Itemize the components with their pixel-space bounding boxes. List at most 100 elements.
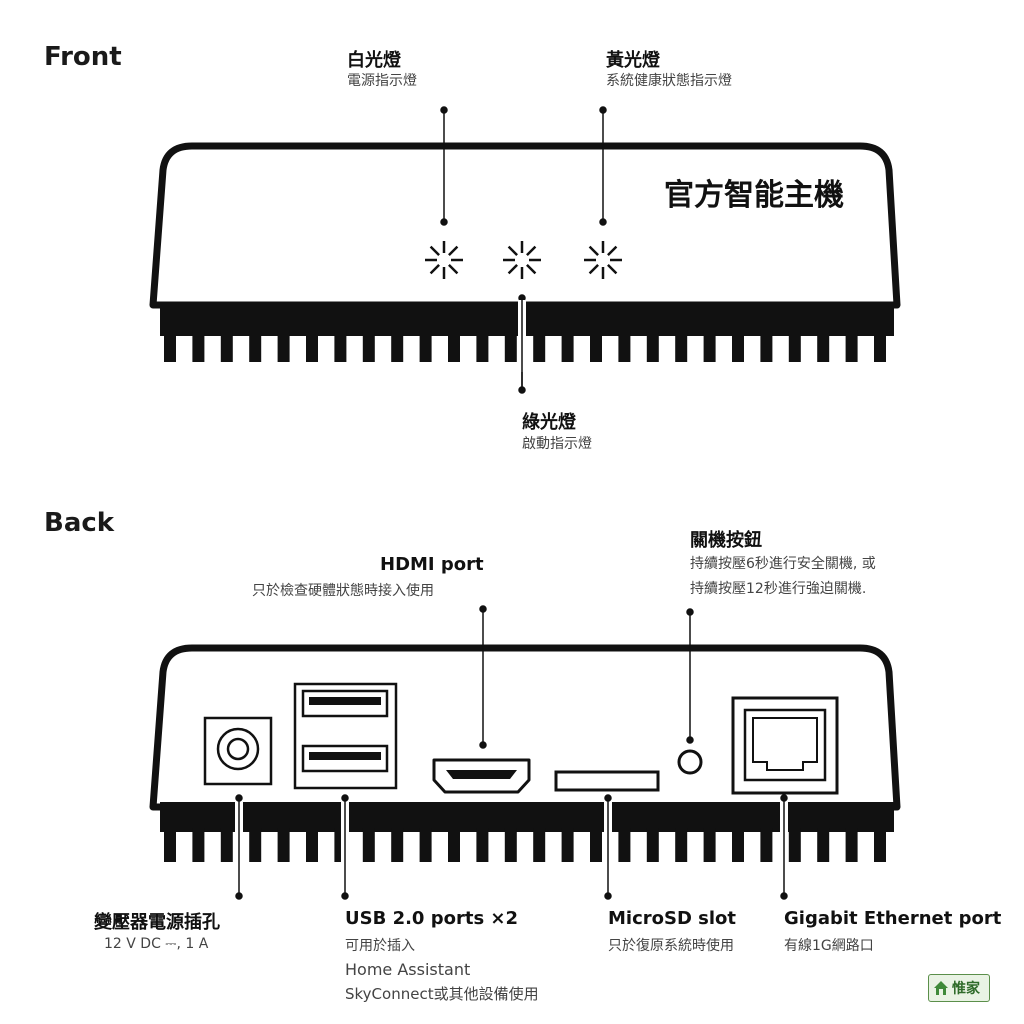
watermark-text: 惟家 (952, 981, 980, 997)
heatsink-fin (504, 828, 517, 862)
heatsink-fin (817, 330, 830, 362)
heatsink-fin (164, 330, 176, 362)
house-icon (934, 981, 948, 995)
usb-desc-3: SkyConnect或其他設備使用 (345, 985, 539, 1003)
usb-ports-icon (293, 682, 398, 790)
power-button-desc-2: 持續按壓12秒進行強迫關機. (690, 581, 867, 597)
white-led-title: 白光燈 (347, 50, 401, 71)
heatsink-fin (703, 828, 716, 862)
led-ray (588, 264, 599, 275)
heatsink-fin (788, 828, 801, 862)
heatsink-fin (760, 330, 773, 362)
heatsink-fin (448, 828, 460, 862)
heatsink-fin (788, 330, 801, 362)
led-ray (429, 264, 440, 275)
usb-desc-1: 可用於插入 (345, 938, 415, 954)
ethernet-desc: 有線1G網路口 (784, 938, 874, 954)
back-lower-leaders (235, 794, 788, 900)
heatsink-fin (561, 828, 574, 862)
power-jack-desc: 12 V DC ⎓, 1 A (104, 936, 209, 952)
watermark-logo: 惟家 (928, 974, 990, 1002)
led-ray (526, 245, 537, 256)
heatsink-fin (391, 330, 404, 362)
power-jack-title: 變壓器電源插孔 (94, 912, 220, 933)
heatsink-fin (590, 330, 602, 362)
white-led-icon (425, 241, 463, 279)
usb-title: USB 2.0 ports ×2 (345, 908, 519, 929)
heatsink-fin (306, 330, 318, 362)
ethernet-port-icon (731, 696, 839, 795)
white-led-desc: 電源指示燈 (347, 73, 417, 89)
power-jack-icon (203, 716, 273, 786)
heatsink-fin (874, 828, 886, 862)
heatsink-fin (362, 828, 375, 862)
microsd-title: MicroSD slot (608, 908, 737, 929)
heatsink-fin (476, 330, 489, 362)
heatsink-fin (192, 330, 205, 362)
power-button-icon (677, 749, 703, 775)
microsd-desc: 只於復原系統時使用 (608, 938, 734, 954)
heatsink-fin (618, 828, 631, 862)
usb-desc-2: Home Assistant (345, 960, 471, 979)
front-device (149, 142, 901, 362)
heatsink-fin (618, 330, 631, 362)
heatsink-fin (334, 330, 347, 362)
heatsink-fin (306, 828, 318, 862)
heatsink-fin (249, 828, 262, 862)
brand-label: 官方智能主機 (664, 178, 844, 213)
led-ray (607, 245, 618, 256)
led-ray (526, 264, 537, 275)
yellow-led-title: 黃光燈 (606, 50, 660, 71)
led-ray (507, 245, 518, 256)
heatsink-fin (504, 330, 517, 362)
heatsink-fin (391, 828, 404, 862)
led-ray (507, 264, 518, 275)
led-ray (448, 264, 459, 275)
heatsink-fin (419, 828, 432, 862)
heatsink-fin (732, 828, 744, 862)
led-ray (588, 245, 599, 256)
hdmi-title: HDMI port (380, 554, 484, 575)
led-ray (429, 245, 440, 256)
heatsink-fin (561, 330, 574, 362)
heatsink-fin (192, 828, 205, 862)
heatsink-fin (362, 330, 375, 362)
heatsink-fin (590, 828, 602, 862)
heatsink-fin (703, 330, 716, 362)
green-led-icon (503, 241, 541, 279)
heatsink-fin (249, 330, 262, 362)
heatsink-fin (845, 330, 858, 362)
heatsink-fin (732, 330, 744, 362)
yellow-led-desc: 系統健康狀態指示燈 (606, 73, 732, 89)
front-heatsink-fins (164, 330, 886, 362)
back-device (149, 644, 901, 862)
power-button-desc-1: 持續按壓6秒進行安全關機, 或 (690, 556, 876, 572)
green-led-title: 綠光燈 (522, 412, 576, 433)
heatsink-fin (277, 828, 290, 862)
led-ray (607, 264, 618, 275)
heatsink-fin (220, 330, 233, 362)
heatsink-fin (220, 828, 233, 862)
led-ray (448, 245, 459, 256)
green-led-desc: 啟動指示燈 (522, 436, 592, 452)
hdmi-desc: 只於檢查硬體狀態時接入使用 (252, 583, 434, 599)
heatsink-fin (277, 330, 290, 362)
heatsink-fin (419, 330, 432, 362)
front-heading: Front (44, 42, 122, 72)
heatsink-fin (646, 330, 659, 362)
heatsink-fin (760, 828, 773, 862)
heatsink-fin (448, 330, 460, 362)
back-leader-lines (479, 605, 694, 749)
ethernet-title: Gigabit Ethernet port (784, 908, 1002, 929)
heatsink-fin (533, 828, 546, 862)
heatsink-fin (646, 828, 659, 862)
back-heading: Back (44, 508, 115, 538)
heatsink-fin (874, 330, 886, 362)
heatsink-fin (675, 330, 688, 362)
heatsink-fin (675, 828, 688, 862)
heatsink-fin (817, 828, 830, 862)
power-button-title: 關機按鈕 (690, 530, 762, 551)
heatsink-fin (164, 828, 176, 862)
back-heatsink-fins (164, 828, 886, 862)
